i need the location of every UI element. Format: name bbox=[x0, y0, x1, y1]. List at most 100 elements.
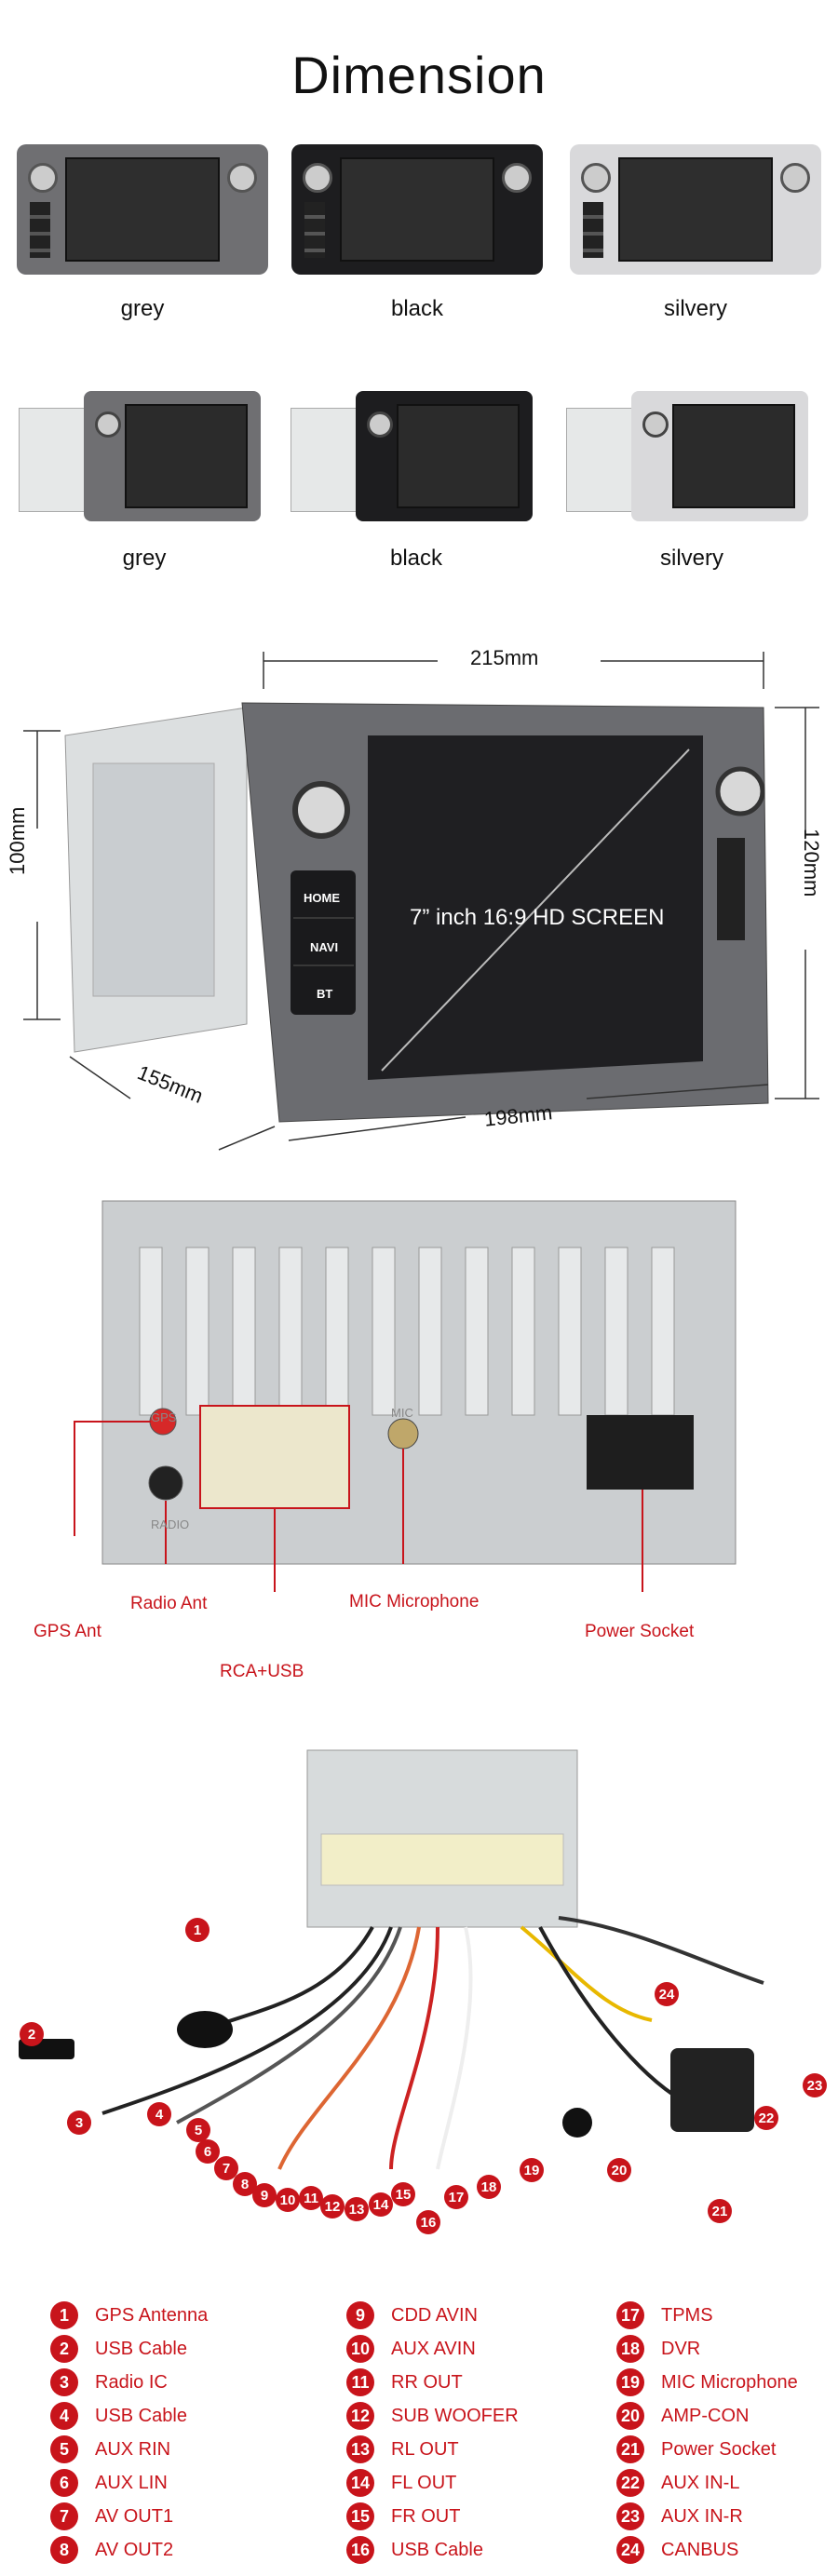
volume-knob-icon bbox=[581, 163, 611, 193]
angled-label-silvery: silvery bbox=[659, 546, 723, 571]
tune-knob-icon bbox=[715, 766, 765, 816]
marker-6: 6 bbox=[196, 2139, 220, 2164]
button-column-icon bbox=[583, 202, 603, 258]
faceplate bbox=[356, 391, 533, 521]
unit-front-black bbox=[291, 144, 543, 275]
volume-knob-icon bbox=[292, 781, 350, 839]
variant-label-silvery: silvery bbox=[663, 296, 727, 321]
marker-11: 11 bbox=[299, 2186, 323, 2210]
rca-usb-connector bbox=[199, 1405, 350, 1509]
volume-knob-icon bbox=[95, 411, 121, 438]
power-socket-label: Power Socket bbox=[585, 1622, 695, 1641]
marker-14: 14 bbox=[369, 2192, 393, 2217]
screen bbox=[397, 404, 520, 508]
variant-label-black: black bbox=[390, 296, 444, 321]
chassis bbox=[291, 408, 367, 512]
volume-knob-icon bbox=[28, 163, 58, 193]
marker-22: 22 bbox=[754, 2106, 778, 2130]
marker-16: 16 bbox=[416, 2210, 440, 2234]
spec-sticker bbox=[320, 1833, 564, 1886]
dimension-lines bbox=[23, 652, 819, 1151]
marker-1: 1 bbox=[185, 1918, 210, 1942]
screen bbox=[65, 157, 220, 262]
wiring-harness-diagram bbox=[19, 1749, 764, 2170]
home-button: HOME bbox=[304, 891, 340, 905]
rear-panel-diagram bbox=[74, 1200, 737, 1592]
unit-angled-grey bbox=[19, 391, 261, 521]
mic-jack-icon bbox=[387, 1418, 419, 1450]
button-column-icon bbox=[30, 202, 50, 258]
mic-label: MIC Microphone bbox=[349, 1592, 480, 1612]
volume-knob-icon bbox=[642, 411, 669, 438]
navi-button: NAVI bbox=[310, 940, 339, 954]
gps-port-mark: GPS bbox=[151, 1410, 177, 1424]
marker-23: 23 bbox=[803, 2073, 827, 2097]
unit-front-silvery bbox=[570, 144, 821, 275]
dim-width-top: 215mm bbox=[470, 646, 539, 669]
dim-height-left: 100mm bbox=[6, 806, 29, 875]
chassis bbox=[566, 408, 642, 512]
tune-knob-icon bbox=[227, 163, 257, 193]
angled-label-black: black bbox=[389, 546, 443, 571]
volume-knob-icon bbox=[367, 411, 393, 438]
marker-3: 3 bbox=[67, 2111, 91, 2135]
unit-angled-silvery bbox=[566, 391, 808, 521]
power-connector bbox=[587, 1415, 694, 1490]
screen bbox=[125, 404, 248, 508]
dimension-diagram bbox=[23, 652, 819, 1151]
marker-18: 18 bbox=[477, 2175, 501, 2199]
bt-button: BT bbox=[317, 987, 333, 1001]
marker-4: 4 bbox=[147, 2102, 171, 2126]
radio-port-icon bbox=[148, 1465, 183, 1501]
marker-9: 9 bbox=[252, 2183, 277, 2207]
gps-ant-label: GPS Ant bbox=[34, 1622, 101, 1641]
mic-port-mark: MIC bbox=[391, 1406, 413, 1420]
marker-5: 5 bbox=[186, 2118, 210, 2142]
side-buttons bbox=[291, 870, 356, 1015]
screen bbox=[672, 404, 795, 508]
unit-front-grey bbox=[17, 144, 268, 275]
marker-20: 20 bbox=[607, 2158, 631, 2182]
gps-antenna-icon bbox=[177, 2011, 233, 2048]
screen-spec-text: 7” inch 16:9 HD SCREEN bbox=[410, 905, 665, 930]
radio-ant-label: Radio Ant bbox=[130, 1594, 208, 1613]
marker-10: 10 bbox=[276, 2188, 300, 2212]
rca-usb-label: RCA+USB bbox=[220, 1662, 304, 1681]
chassis bbox=[19, 408, 95, 512]
unit-angled-black bbox=[291, 391, 533, 521]
marker-21: 21 bbox=[708, 2199, 732, 2223]
tune-knob-icon bbox=[502, 163, 532, 193]
marker-2: 2 bbox=[20, 2022, 44, 2046]
page-title: Dimension bbox=[291, 46, 547, 104]
faceplate bbox=[84, 391, 261, 521]
screen bbox=[618, 157, 773, 262]
callout-lines bbox=[74, 1421, 643, 1592]
canbus-box-icon bbox=[670, 2048, 754, 2132]
marker-15: 15 bbox=[391, 2182, 415, 2206]
radio-port-mark: RADIO bbox=[151, 1517, 190, 1531]
mic-icon bbox=[562, 2108, 592, 2138]
angled-label-grey: grey bbox=[122, 546, 167, 571]
marker-17: 17 bbox=[444, 2185, 468, 2209]
tune-knob-icon bbox=[780, 163, 810, 193]
faceplate bbox=[631, 391, 808, 521]
